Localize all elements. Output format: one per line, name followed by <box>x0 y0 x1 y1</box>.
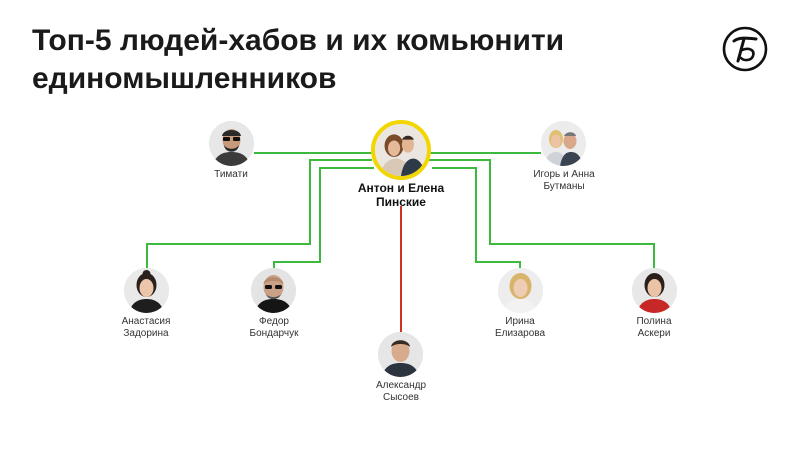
butman-label: Игорь и Анна Бутманы <box>499 169 629 193</box>
bondarchuk-avatar <box>251 268 296 313</box>
bondarchuk-name-line-2: Бондарчук <box>249 328 299 339</box>
hub-name-line-2: Пинские <box>376 195 426 209</box>
askeri-avatar <box>632 268 677 313</box>
askeri-name-line-1: Полина <box>636 316 672 327</box>
sysoev-label: Александр Сысоев <box>336 380 466 404</box>
page-title: Топ-5 людей-хабов и их комьюнити единомы… <box>32 22 672 98</box>
timati-label: Тимати <box>166 169 296 181</box>
sysoev-avatar <box>378 332 423 377</box>
sysoev-name-line-1: Александр <box>375 380 427 391</box>
askeri-name-line-2: Аскери <box>637 328 671 339</box>
bondarchuk-name-line-1: Федор <box>259 316 289 327</box>
sysoev-name-line-2: Сысоев <box>383 392 419 403</box>
zadorina-name-line-2: Задорина <box>123 328 169 339</box>
hub-label: Антон и Елена Пинские <box>336 181 466 209</box>
zadorina-name-line-1: Анастасия <box>121 316 171 327</box>
timati-avatar <box>209 121 254 166</box>
elizarova-avatar <box>498 268 543 313</box>
connector-bondarchuk <box>273 167 374 268</box>
title-line-1: Топ-5 людей-хабов и их комьюнити <box>32 24 565 57</box>
elizarova-label: Ирина Елизарова <box>455 316 585 340</box>
publisher-logo-icon <box>722 26 768 72</box>
connector-askeri <box>428 159 655 268</box>
bondarchuk-label: Федор Бондарчук <box>209 316 339 340</box>
connector-zadorina <box>146 159 372 268</box>
zadorina-label: Анастасия Задорина <box>81 316 211 340</box>
elizarova-name-line-2: Елизарова <box>494 328 546 339</box>
timati-name: Тимати <box>214 169 248 180</box>
hub-name-line-1: Антон и Елена <box>357 181 445 195</box>
hub-avatar <box>371 120 431 180</box>
butman-avatar <box>541 121 586 166</box>
title-line-2: единомышленников <box>32 62 337 95</box>
elizarova-name-line-1: Ирина <box>505 316 535 327</box>
zadorina-avatar <box>124 268 169 313</box>
askeri-label: Полина Аскери <box>589 316 719 340</box>
butman-name-line-1: Игорь и Анна <box>533 169 595 180</box>
connector-elizarova <box>432 167 521 268</box>
butman-name-line-2: Бутманы <box>543 181 585 192</box>
